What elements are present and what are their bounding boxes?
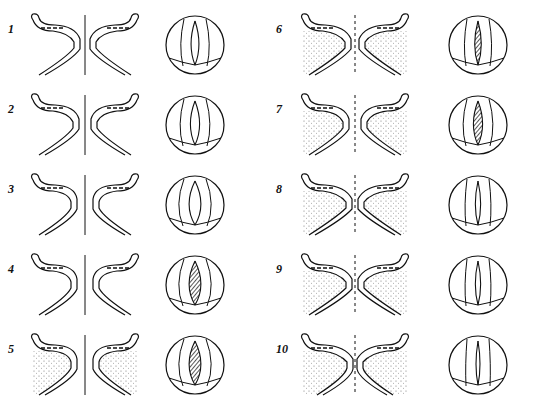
glottis-view [166,256,224,314]
figure-number: 8 [276,183,282,195]
glottis-view [449,96,507,154]
section-sketch [32,174,139,235]
glottis-view [166,176,224,234]
section-sketch [302,174,409,235]
figure-number: 4 [8,263,14,275]
figure-number: 9 [276,263,282,275]
glottis-view [449,336,507,394]
glottis-view [166,336,224,394]
figure-number: 3 [8,183,14,195]
section-sketch [302,334,409,395]
section-sketch [302,94,409,155]
figure-number: 10 [276,343,288,355]
figure-number: 7 [276,103,282,115]
glottis-view [449,16,507,74]
section-sketch [32,94,139,155]
figure-number: 5 [8,343,14,355]
figure-number: 6 [276,23,282,35]
section-sketch [302,254,409,315]
glottis-view [449,256,507,314]
section-sketch [32,14,139,75]
glottis-view [166,96,224,154]
section-sketch [32,334,139,395]
glottis-view [449,176,507,234]
figure-number: 2 [8,103,14,115]
glottis-view [166,16,224,74]
figure-number: 1 [8,23,14,35]
section-sketch [302,14,409,75]
section-sketch [32,254,139,315]
